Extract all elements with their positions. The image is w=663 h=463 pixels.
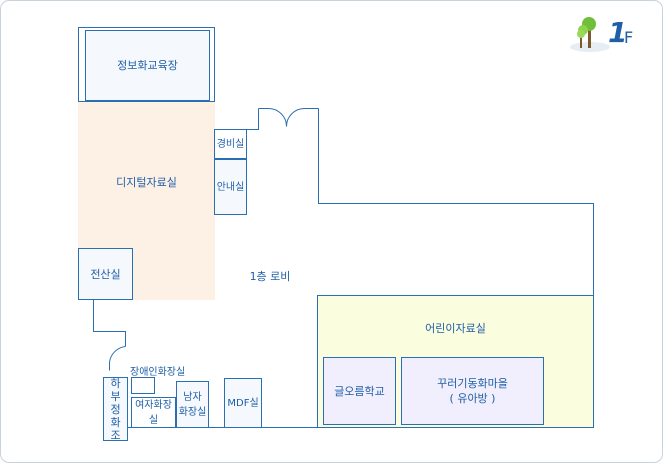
room-mdf[interactable]: MDF실 <box>224 378 262 428</box>
entrance-door-left <box>258 108 287 127</box>
entrance-wall-east <box>318 108 594 296</box>
room-information-desk[interactable]: 안내실 <box>214 159 247 215</box>
floor-badge: 1 F <box>568 12 640 60</box>
room-computer[interactable]: 전산실 <box>78 248 133 300</box>
room-label: 경비실 <box>216 138 245 150</box>
room-label: 디지털자료실 <box>116 175 177 189</box>
room-security[interactable]: 경비실 <box>214 129 247 159</box>
room-label: 여자화장실 <box>135 399 172 426</box>
room-mens-restroom[interactable]: 남자 화장실 <box>176 381 209 428</box>
room-writing-school[interactable]: 글오름학교 <box>323 357 396 425</box>
floor-number: 1 <box>608 16 628 49</box>
room-label: 글오름학교 <box>334 384 385 398</box>
room-womens-restroom[interactable]: 여자화장실 <box>131 397 176 428</box>
room-label: 안내실 <box>216 181 245 193</box>
room-label: 어린이자료실 <box>425 322 486 335</box>
room-label: 정보화교육장 <box>117 59 178 72</box>
corridor-wall <box>93 299 126 347</box>
room-accessible-restroom[interactable] <box>131 377 155 394</box>
room-dream-village[interactable]: 꾸러기동화마을 ( 유아방 ) <box>401 357 544 425</box>
room-water-treatment[interactable]: 하 부 정 화 조 <box>103 376 128 442</box>
room-label: 하 부 정 화 조 <box>110 376 121 442</box>
restroom-door <box>109 346 126 371</box>
room-label: 남자 화장실 <box>178 391 207 418</box>
room-label: 꾸러기동화마을 ( 유아방 ) <box>437 377 508 405</box>
accessible-restroom-label: 장애인화장실 <box>130 367 186 378</box>
floor-letter: F <box>624 28 634 47</box>
tree-icon <box>570 17 610 52</box>
room-info-training[interactable]: 정보화교육장 <box>85 30 210 101</box>
entrance-door-right <box>286 108 319 127</box>
room-label: MDF실 <box>227 397 259 409</box>
room-label: 전산실 <box>90 267 121 281</box>
lobby-label: 1층 로비 <box>249 270 291 283</box>
